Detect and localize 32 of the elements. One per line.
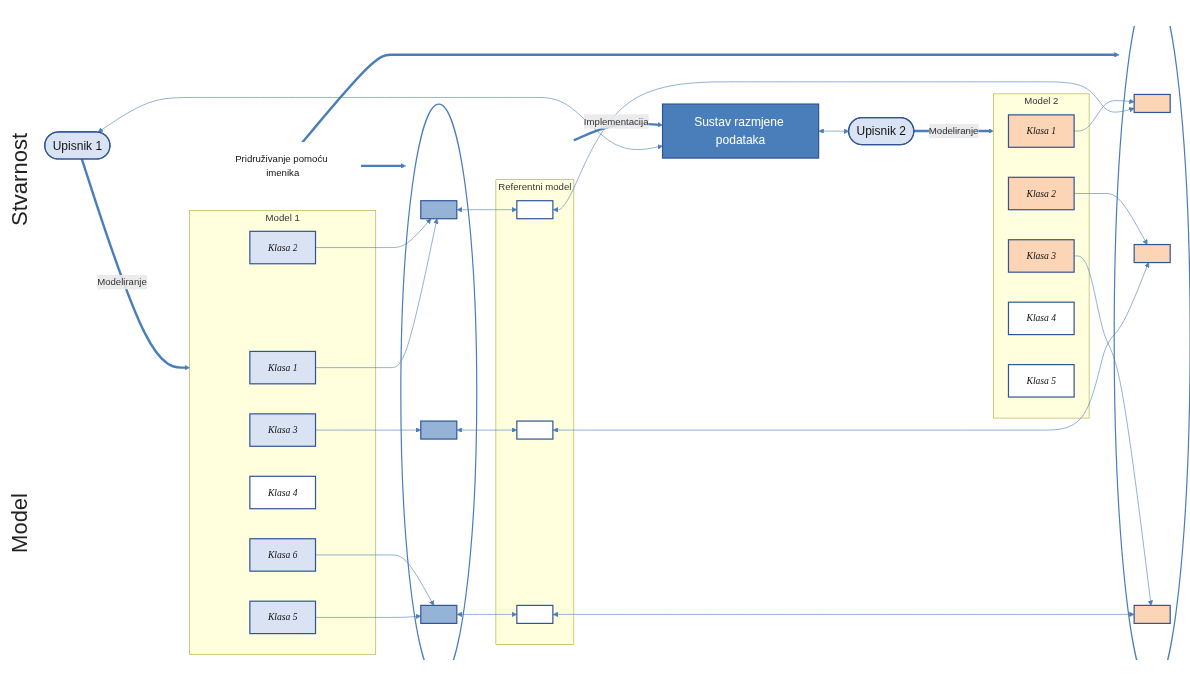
node-box: [420, 200, 458, 220]
cluster: [1113, 26, 1190, 660]
side-label: Stvarnost: [7, 133, 33, 227]
node-box: Klasa 2: [249, 231, 317, 265]
node-bar: [516, 605, 554, 625]
node-box: [1133, 605, 1171, 625]
node-box: Klasa 3: [1007, 239, 1075, 274]
node-box: Sustav razmjene podataka: [661, 103, 820, 159]
node-text: Pridruživanje pomoću imenika: [235, 153, 328, 179]
node-box: Klasa 4: [1007, 301, 1075, 336]
cluster: [400, 103, 478, 660]
node-box: Klasa 2: [1007, 177, 1075, 211]
node-box: Klasa 4: [249, 475, 317, 510]
arrow: [80, 158, 190, 371]
node-box: [420, 420, 458, 440]
node-bar: [516, 420, 554, 440]
edge-label: Implementacija: [583, 116, 649, 127]
node-box: Klasa 6: [249, 538, 317, 573]
arrow: [360, 163, 406, 169]
node-box: Klasa 5: [249, 600, 317, 635]
node-box: [420, 605, 458, 625]
edge-label: Modeliranje: [928, 125, 979, 137]
node-box: [1133, 244, 1171, 264]
node-box: Klasa 1: [249, 351, 317, 385]
node-box: [1133, 94, 1171, 114]
node-box: Klasa 1: [1007, 114, 1075, 149]
cluster: Referentni model: [495, 179, 575, 645]
node-box: Klasa 5: [1007, 364, 1075, 398]
edge-label: Modeliranje: [97, 277, 147, 288]
side-label: Model: [7, 492, 33, 553]
node-box: Klasa 3: [249, 413, 317, 448]
node-bar: [516, 200, 554, 220]
